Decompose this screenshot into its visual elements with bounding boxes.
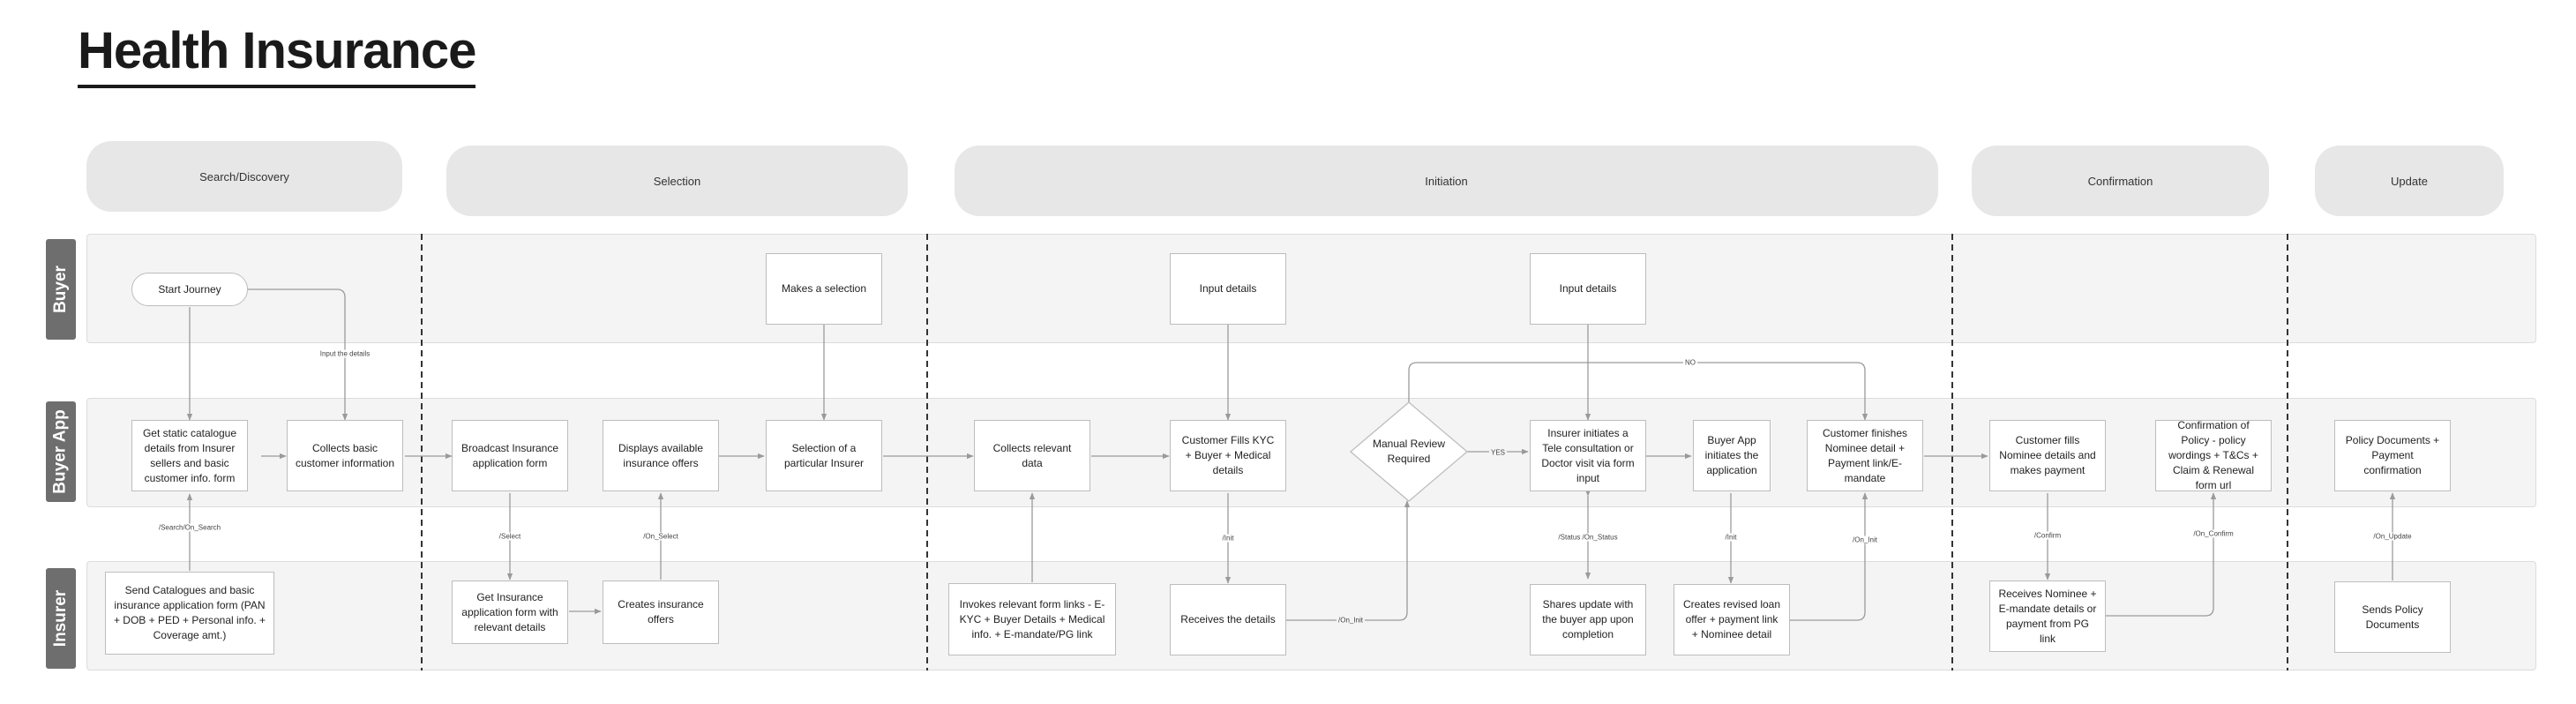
creates-offers-node: Creates insurance offers xyxy=(603,580,719,644)
receives-details-node: Receives the details xyxy=(1170,584,1286,655)
app-initiates-node: Buyer App initiates the application xyxy=(1693,420,1771,491)
get-insurance-form-node: Get Insurance application form with rele… xyxy=(452,580,568,644)
phase-search-discovery: Search/Discovery xyxy=(86,141,402,212)
edge-label-on-select: /On_Select xyxy=(641,532,680,541)
collects-basic-info-node: Collects basic customer information xyxy=(287,420,403,491)
edge-label-init-1: /Init xyxy=(1220,534,1236,543)
edge-label-init-2: /Init xyxy=(1723,533,1739,542)
input-details-node-2: Input details xyxy=(1530,253,1646,325)
phase-initiation: Initiation xyxy=(955,146,1938,216)
creates-revised-node: Creates revised loan offer + payment lin… xyxy=(1674,584,1790,655)
edge-label-no: NO xyxy=(1683,358,1697,367)
edge-label-search: /Search/On_Search xyxy=(156,523,223,532)
input-details-node-1: Input details xyxy=(1170,253,1286,325)
lane-label-buyer: Buyer xyxy=(46,239,76,340)
customer-finishes-node: Customer finishes Nominee detail + Payme… xyxy=(1807,420,1923,491)
shares-update-node: Shares update with the buyer app upon co… xyxy=(1530,584,1646,655)
invokes-form-links-node: Invokes relevant form links - E-KYC + Bu… xyxy=(948,583,1116,655)
edge-label-on-confirm: /On_Confirm xyxy=(2191,529,2235,538)
displays-offers-node: Displays available insurance offers xyxy=(603,420,719,491)
collects-relevant-node: Collects relevant data xyxy=(974,420,1090,491)
lane-buyer xyxy=(86,234,2536,343)
phase-update: Update xyxy=(2315,146,2504,216)
edge-label-status: /Status /On_Status xyxy=(1556,533,1620,542)
page-title: Health Insurance xyxy=(78,19,476,88)
edge-label-on-init-2: /On_Init xyxy=(1850,535,1880,544)
lane-label-buyer-app: Buyer App xyxy=(46,401,76,502)
phase-separators xyxy=(421,234,2288,670)
phase-confirmation: Confirmation xyxy=(1972,146,2269,216)
tele-consult-node: Insurer initiates a Tele consultation or… xyxy=(1530,420,1646,491)
get-static-catalogue-node: Get static catalogue details from Insure… xyxy=(131,420,248,491)
confirmation-policy-node: Confirmation of Policy - policy wordings… xyxy=(2155,419,2272,491)
manual-review-diamond xyxy=(1349,401,1469,502)
customer-fills-nominee-node: Customer fills Nominee details and makes… xyxy=(1989,420,2106,491)
edge-label-yes: YES xyxy=(1488,448,1508,457)
policy-documents-node: Policy Documents + Payment confirmation xyxy=(2334,420,2451,491)
customer-fills-kyc-node: Customer Fills KYC + Buyer + Medical det… xyxy=(1170,420,1286,491)
edge-label-on-init-1: /On_Init xyxy=(1336,616,1366,625)
makes-selection-node: Makes a selection xyxy=(766,253,882,325)
broadcast-form-node: Broadcast Insurance application form xyxy=(452,420,568,491)
lane-label-insurer: Insurer xyxy=(46,568,76,669)
start-journey-node: Start Journey xyxy=(131,273,248,306)
selection-insurer-node: Selection of a particular Insurer xyxy=(766,420,882,491)
edge-label-select: /Select xyxy=(497,532,523,541)
manual-review-label: Manual Review Required xyxy=(1372,438,1446,465)
phase-selection: Selection xyxy=(446,146,908,216)
edge-label-confirm: /Confirm xyxy=(2032,531,2063,540)
send-catalogues-node: Send Catalogues and basic insurance appl… xyxy=(105,572,274,655)
edge-label-input-the-details: Input the details xyxy=(318,349,372,358)
sends-policy-node: Sends Policy Documents xyxy=(2334,581,2451,653)
receives-nominee-node: Receives Nominee + E-mandate details or … xyxy=(1989,580,2106,652)
edge-label-on-update: /On_Update xyxy=(2371,532,2414,541)
